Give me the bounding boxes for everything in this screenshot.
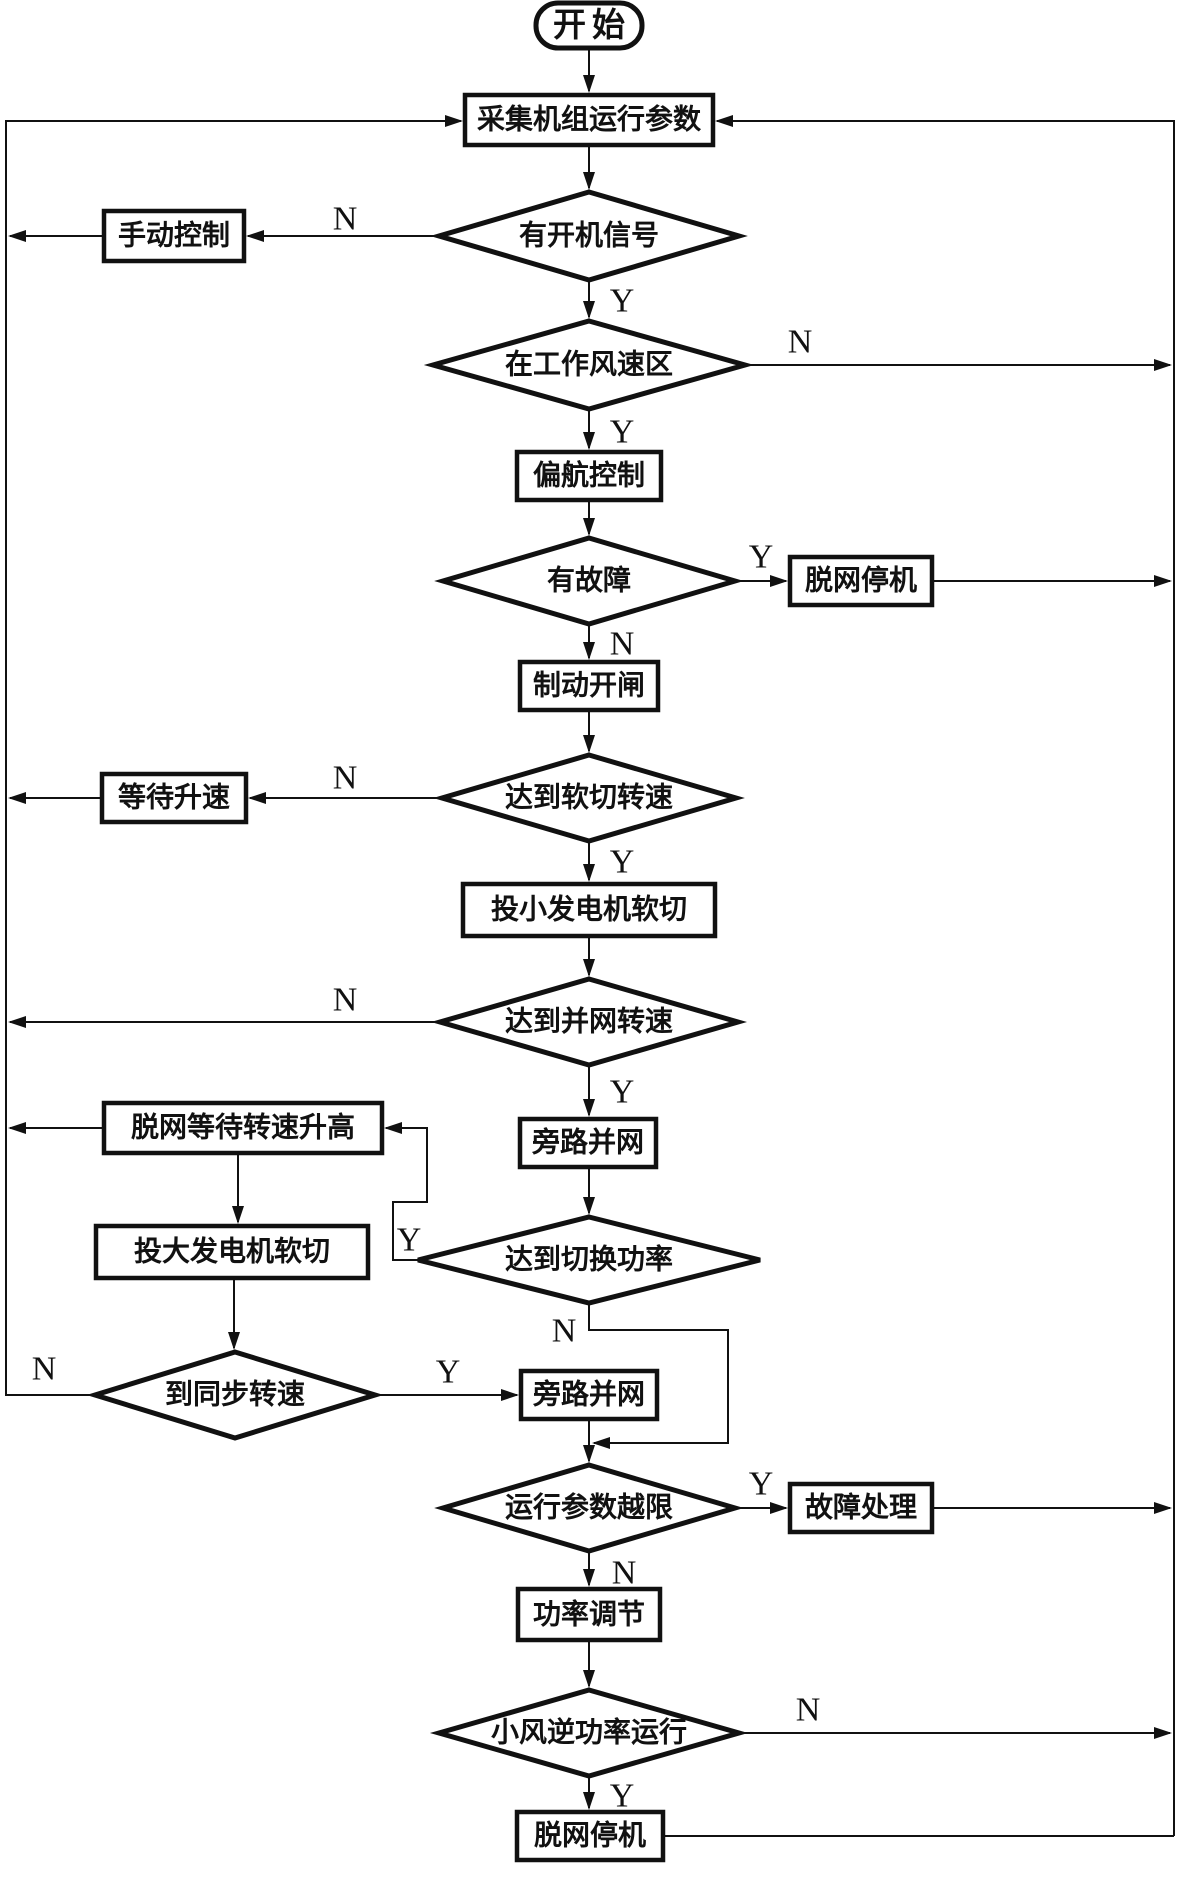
bypass-grid-1-label: 旁路并网 [531,1126,644,1159]
soft-cut-label: 达到软切转速 [505,782,673,814]
collect-label: 采集机组运行参数 [477,103,702,136]
decision-param-limit: 运行参数越限 [434,1462,744,1554]
branch-label-yes: Y [610,414,635,451]
brake-box [517,659,661,713]
branch-label-no: N [612,1555,637,1592]
switch-power-label: 达到切换功率 [505,1243,673,1276]
param-limit-diamond [434,1462,744,1554]
decision-wind-zone: 在工作风速区 [423,318,755,412]
node-small-generator-softcut: 投小发电机软切 [460,881,718,939]
branch-label-yes: Y [610,844,635,881]
big-generator-box [93,1223,371,1281]
right-feedback-rail [715,115,1175,1836]
decision-soft-cut-speed: 达到软切转速 [433,752,745,844]
left-feedback-rail [5,115,463,1396]
start-label: 开始 [553,7,631,44]
offgrid-stop-2-box [514,1809,666,1863]
branch-label-no: N [796,1692,821,1729]
branch-label-yes: Y [610,1778,635,1815]
decision-start-signal: 有开机信号 [430,189,748,283]
manual-box [101,208,247,264]
bypass-grid-2-box [518,1368,660,1422]
offgrid-stop-1-box [787,554,935,608]
node-big-generator-softcut: 投大发电机软切 [93,1223,371,1281]
yaw-box [514,449,664,503]
fault-handling-label: 故障处理 [805,1491,917,1524]
power-regulation-label: 功率调节 [533,1598,645,1631]
node-offgrid-stop-1: 脱网停机 [787,554,935,608]
wait-speedup-label: 等待升速 [118,781,230,814]
branch-label-no: N [788,324,813,361]
small-generator-label: 投小发电机软切 [491,893,687,926]
bypass-grid-1-box [517,1116,659,1170]
fault-diamond [434,535,744,627]
branch-label-yes: Y [610,283,635,320]
branch-label-no: N [333,201,358,238]
collect-box [462,92,716,148]
grid-speed-diamond [430,976,748,1068]
node-power-regulation: 功率调节 [515,1586,663,1643]
power-regulation-box [515,1586,663,1643]
branch-label-yes: Y [610,1074,635,1111]
edge-d6-offgrid-elbow [384,1122,428,1261]
branch-label-no: N [333,760,358,797]
branch-label-no: N [552,1313,577,1350]
wind-zone-label: 在工作风速区 [505,349,673,381]
big-generator-label: 投大发电机软切 [134,1235,330,1268]
start-signal-diamond [430,189,748,283]
branch-label-yes: Y [397,1222,422,1259]
decision-fault: 有故障 [434,535,744,627]
branch-label-no: N [333,982,358,1019]
wait-speedup-box [99,771,249,825]
start-terminal-shape [533,0,645,51]
branch-label-yes: Y [749,1466,774,1503]
fault-label: 有故障 [547,564,631,597]
small-wind-diamond [429,1687,749,1779]
small-generator-box [460,881,718,939]
offgrid-stop-2-label: 脱网停机 [534,1819,646,1852]
decision-switch-power: 达到切换功率 [417,1214,761,1306]
node-brake-open: 制动开闸 [517,659,661,713]
branch-label-yes: Y [749,539,774,576]
branch-label-yes: Y [436,1354,461,1391]
branch-label-no: N [32,1351,57,1388]
node-collect-params: 采集机组运行参数 [462,92,716,148]
node-start: 开始 [533,0,645,51]
grid-speed-label: 达到并网转速 [505,1006,673,1038]
start-signal-label: 有开机信号 [519,220,659,252]
branch-label-no: N [610,626,635,663]
node-fault-handling: 故障处理 [787,1481,935,1535]
decision-sync-speed: 到同步转速 [86,1349,384,1441]
manual-label: 手动控制 [118,220,230,252]
edge-d6-merge-elbow [588,1303,729,1449]
node-offgrid-stop-2: 脱网停机 [514,1809,666,1863]
switch-power-diamond [417,1214,761,1306]
offgrid-wait-box [101,1100,385,1156]
decision-small-wind-reverse-power: 小风逆功率运行 [429,1687,749,1779]
small-wind-label: 小风逆功率运行 [491,1716,687,1749]
sync-speed-label: 到同步转速 [165,1379,305,1411]
yaw-label: 偏航控制 [533,459,645,492]
bypass-grid-2-label: 旁路并网 [532,1378,645,1411]
node-manual-control: 手动控制 [101,208,247,264]
offgrid-stop-1-label: 脱网停机 [805,564,917,597]
soft-cut-diamond [433,752,745,844]
fault-handling-box [787,1481,935,1535]
node-bypass-grid-2: 旁路并网 [518,1368,660,1422]
node-wait-speedup: 等待升速 [99,771,249,825]
node-bypass-grid-1: 旁路并网 [517,1116,659,1170]
offgrid-wait-label: 脱网等待转速升高 [131,1111,355,1144]
sync-speed-diamond [86,1349,384,1441]
brake-label: 制动开闸 [533,670,645,702]
node-offgrid-wait-speed: 脱网等待转速升高 [101,1100,385,1156]
node-yaw-control: 偏航控制 [514,449,664,503]
param-limit-label: 运行参数越限 [505,1491,673,1524]
decision-grid-speed: 达到并网转速 [430,976,748,1068]
wind-zone-diamond [423,318,755,412]
